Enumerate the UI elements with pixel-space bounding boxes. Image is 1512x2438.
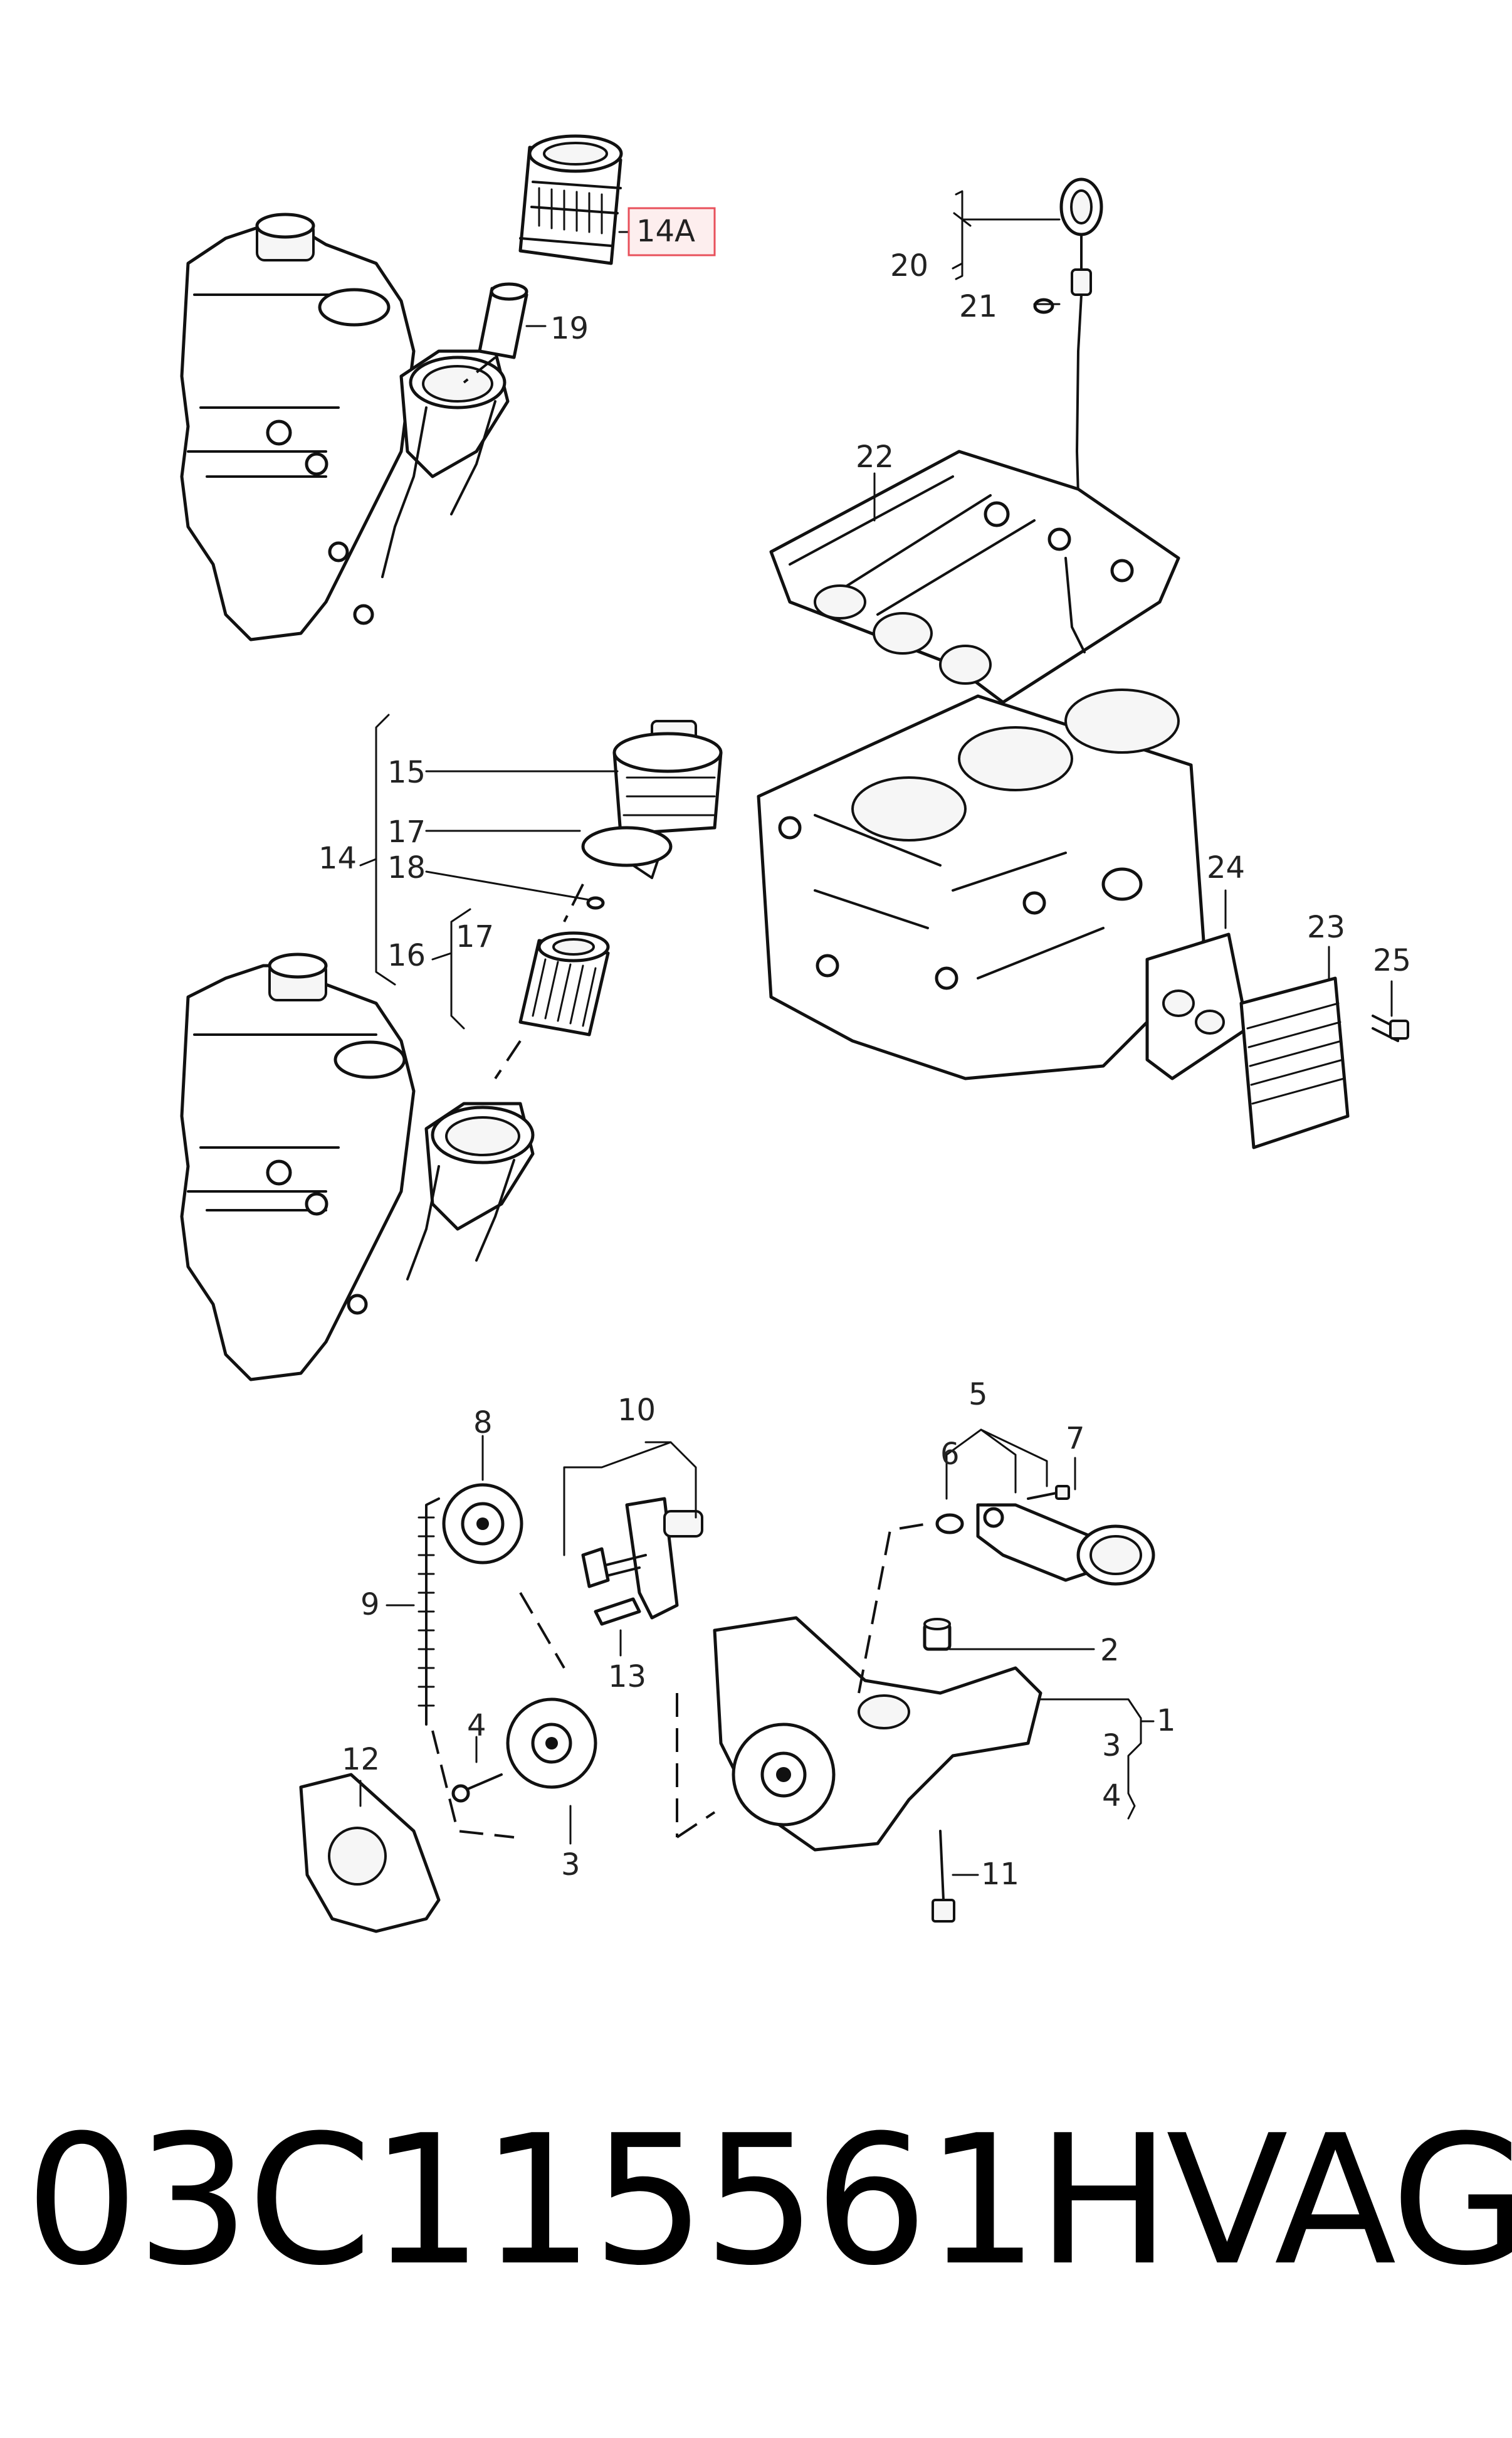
cylinder-head-cover-22 — [769, 450, 1180, 704]
brand-name: VAG — [1166, 2097, 1512, 2305]
center-tube-19 — [463, 282, 528, 384]
cylinder-block — [757, 689, 1205, 1080]
callout-17a: 17 — [387, 815, 426, 850]
callout-21: 21 — [959, 289, 997, 324]
gasket-24 — [1145, 932, 1249, 1080]
oil-cooler-23 — [1239, 976, 1350, 1149]
callout-12: 12 — [342, 1742, 380, 1777]
oil-filter-housing-top — [180, 213, 510, 641]
leader-lines — [359, 190, 1393, 1876]
callout-22: 22 — [856, 440, 894, 475]
filter-element-16 — [494, 884, 610, 1080]
seal-ring-21 — [1033, 298, 1054, 314]
o-ring-6 — [935, 1513, 964, 1534]
o-ring-18 — [586, 896, 605, 910]
callout-23: 23 — [1307, 910, 1345, 945]
callout-11: 11 — [981, 1857, 1019, 1892]
footer: 03C115561H VAG — [0, 2107, 1512, 2295]
bolt-4 — [451, 1773, 503, 1803]
callout-18: 18 — [387, 850, 426, 885]
filter-cap-15 — [612, 720, 723, 879]
callout-9: 9 — [360, 1587, 380, 1622]
callout-19: 19 — [550, 311, 589, 346]
oil-filter-housing-middle — [180, 953, 535, 1381]
callout-4a: 4 — [1102, 1778, 1121, 1813]
bolt-11 — [932, 1830, 955, 1923]
dipstick-20 — [1059, 177, 1103, 541]
callout-5: 5 — [969, 1377, 988, 1412]
suction-pipe-5 — [976, 1503, 1155, 1586]
oil-pump-1 — [676, 1522, 1042, 1852]
part-number: 03C115561H — [25, 2097, 1171, 2305]
callout-14: 14 — [318, 841, 357, 876]
oil-filter-cartridge-14A — [518, 134, 623, 265]
callout-6: 6 — [940, 1437, 960, 1472]
callout-15: 15 — [387, 755, 426, 790]
callout-labels: 14A 19 20 21 22 15 17 14 18 16 17 24 23 … — [318, 214, 1411, 1892]
chain-cover-12 — [299, 1773, 441, 1933]
chain-9 — [417, 1497, 565, 1839]
callout-10: 10 — [617, 1393, 656, 1428]
tensioner-10 — [581, 1497, 703, 1620]
bolt-7 — [1027, 1485, 1070, 1500]
callout-20: 20 — [890, 248, 928, 283]
callout-24: 24 — [1207, 850, 1245, 885]
callout-3b: 3 — [561, 1847, 580, 1882]
o-ring-17 — [581, 826, 673, 867]
callout-4b: 4 — [467, 1708, 486, 1743]
sprocket-8 — [442, 1483, 523, 1565]
callout-25: 25 — [1373, 943, 1411, 978]
callout-1: 1 — [1157, 1703, 1176, 1738]
callout-14A: 14A — [636, 214, 695, 249]
bolt-25 — [1372, 1015, 1409, 1042]
callout-13: 13 — [608, 1659, 646, 1694]
bolt-13 — [594, 1597, 641, 1626]
sleeve-2 — [923, 1618, 952, 1651]
callout-8: 8 — [473, 1405, 493, 1440]
callout-2: 2 — [1100, 1633, 1120, 1668]
callout-7: 7 — [1066, 1421, 1085, 1456]
highlight-box-14A — [627, 207, 716, 256]
callout-17b: 17 — [456, 919, 494, 954]
sprocket-3 — [506, 1697, 597, 1789]
callout-16: 16 — [387, 938, 426, 973]
callout-3a: 3 — [1102, 1728, 1121, 1763]
